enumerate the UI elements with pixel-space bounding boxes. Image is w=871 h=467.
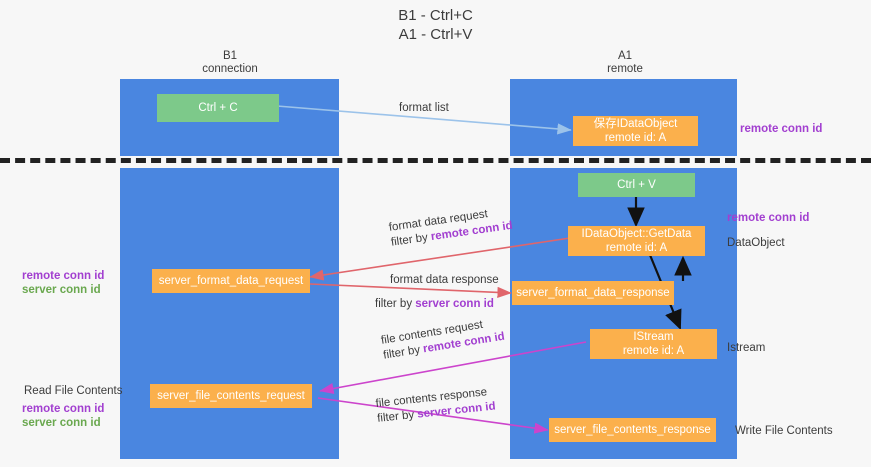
node-server-file-contents-response[interactable]: server_file_contents_response — [549, 418, 716, 442]
node-save-idataobject-line2: remote id: A — [604, 132, 667, 144]
node-getdata-line2: remote id: A — [605, 242, 668, 254]
annotation-write-file-contents: Write File Contents — [735, 425, 833, 437]
column-header-b1-role: connection — [202, 63, 258, 75]
edge-label-format-data-request: format data request filter by remote con… — [388, 204, 514, 251]
column-header-a1-role: remote — [607, 63, 643, 75]
node-ctrl-v-label: Ctrl + V — [617, 179, 656, 191]
node-server-format-data-response[interactable]: server_format_data_response — [512, 281, 674, 305]
annotation-right-top-remote-conn-id: remote conn id — [740, 123, 823, 135]
node-server-format-data-request[interactable]: server_format_data_request — [152, 269, 310, 293]
node-server-file-contents-request[interactable]: server_file_contents_request — [150, 384, 312, 408]
node-save-idataobject-line1: 保存IDataObject — [593, 118, 678, 130]
node-ctrl-c-label: Ctrl + C — [198, 102, 238, 114]
annotation-left-bot-server-conn-id: server conn id — [22, 417, 101, 429]
node-server-format-data-response-label: server_format_data_response — [516, 287, 670, 299]
lane-a1-bottom — [510, 168, 737, 459]
node-server-file-contents-request-label: server_file_contents_request — [157, 390, 305, 402]
title-line-1: B1 - Ctrl+C — [398, 7, 473, 24]
annotation-left-bot-remote-conn-id: remote conn id — [22, 403, 105, 415]
phase-divider — [0, 158, 871, 163]
edge-label-file-contents-request: file contents request filter by remote c… — [380, 315, 506, 364]
node-idataobject-getdata[interactable]: IDataObject::GetData remote id: A — [568, 226, 705, 256]
node-istream-line1: IStream — [633, 331, 674, 343]
page-title: B1 - Ctrl+C A1 - Ctrl+V — [0, 6, 871, 44]
edge-label-format-data-response: format data response — [390, 274, 499, 286]
annotation-right-mid-remote-conn-id: remote conn id — [727, 212, 810, 224]
annotation-istream: Istream — [727, 342, 766, 354]
column-header-a1-name: A1 — [617, 50, 633, 62]
filter-prefix: filter by — [390, 231, 432, 249]
node-ctrl-v[interactable]: Ctrl + V — [578, 173, 695, 197]
node-istream[interactable]: IStream remote id: A — [590, 329, 717, 359]
column-header-b1-name: B1 — [222, 50, 238, 62]
node-server-file-contents-response-label: server_file_contents_response — [554, 424, 711, 436]
annotation-read-file-contents: Read File Contents — [24, 385, 123, 397]
node-istream-line2: remote id: A — [622, 345, 685, 357]
edge-label-format-list: format list — [399, 102, 449, 114]
filter-prefix: filter by — [376, 408, 418, 425]
title-line-2: A1 - Ctrl+V — [398, 26, 473, 43]
node-server-format-data-request-label: server_format_data_request — [158, 275, 304, 287]
node-save-idataobject[interactable]: 保存IDataObject remote id: A — [573, 116, 698, 146]
edge-label-file-contents-response: file contents response filter by server … — [375, 385, 496, 427]
node-getdata-line1: IDataObject::GetData — [581, 228, 692, 240]
column-header-b1: B1 connection — [120, 50, 340, 76]
lane-b1-bottom — [120, 168, 339, 459]
annotation-dataobject: DataObject — [727, 237, 785, 249]
annotation-left-mid-server-conn-id: server conn id — [22, 284, 101, 296]
filter-key-server-conn-id: server conn id — [415, 298, 494, 310]
edge-label-format-data-response-filter: filter by server conn id — [375, 297, 494, 312]
annotation-left-mid-remote-conn-id: remote conn id — [22, 270, 105, 282]
node-ctrl-c[interactable]: Ctrl + C — [157, 94, 279, 122]
filter-prefix: filter by — [375, 298, 416, 310]
column-header-a1: A1 remote — [515, 50, 735, 76]
